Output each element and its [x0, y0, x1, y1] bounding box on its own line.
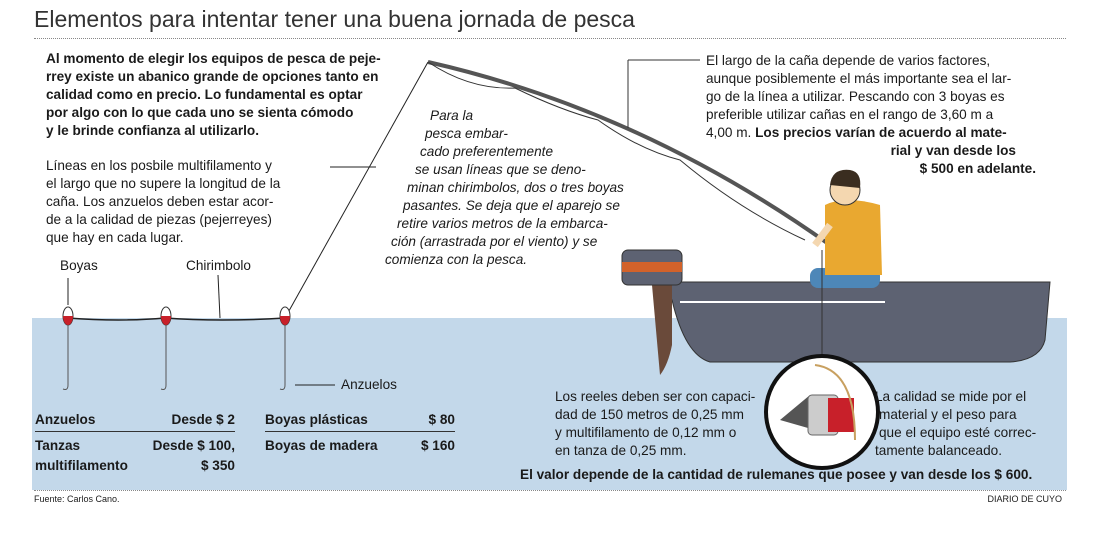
- text-line: que el equipo esté correc-: [879, 425, 1037, 440]
- text-line: El largo de la caña depende de varios fa…: [706, 53, 991, 68]
- label-anzuelos: Anzuelos: [341, 377, 397, 392]
- price: Desde $ 100,: [152, 438, 235, 453]
- fisherman: [810, 169, 882, 288]
- lines-text: Líneas en los posbile multifilamento y e…: [46, 157, 316, 247]
- text-line: en tanza de 0,25 mm.: [555, 443, 687, 458]
- text-line: ción (arrastrada por el viento) y se: [391, 234, 598, 249]
- price-table-right: Boyas plásticas $ 80 Boyas de madera $ 160: [265, 412, 455, 453]
- label-boyas: Boyas: [60, 258, 98, 273]
- text-line: que hay en cada lugar.: [46, 230, 184, 245]
- embarcado-text: Para la pesca embar- cado preferentement…: [385, 107, 685, 269]
- hook-icon: [62, 325, 286, 390]
- reel-price-text: El valor depende de la cantidad de rulem…: [520, 467, 1033, 482]
- fishing-rod: [427, 60, 832, 247]
- text-line: caña. Los anzuelos deben estar acor-: [46, 194, 274, 209]
- text-line: Al momento de elegir los equipos de pesc…: [46, 51, 381, 66]
- item: Boyas de madera: [265, 438, 378, 453]
- text-line: de a la calidad de piezas (pejerreyes): [46, 212, 272, 227]
- text-line: 4,00 m.: [706, 125, 756, 140]
- text-line: tamente balanceado.: [875, 443, 1002, 458]
- price-row: Tanzas Desde $ 100,: [35, 438, 235, 453]
- text-line: y multifilamento de 0,12 mm o: [555, 425, 737, 440]
- text-line: y le brinde confianza al utilizarlo.: [46, 123, 260, 138]
- text-line: rrey existe un abanico grande de opcione…: [46, 69, 379, 84]
- page-title: Elementos para intentar tener una buena …: [34, 6, 635, 32]
- price-row: Boyas plásticas $ 80: [265, 412, 455, 432]
- item: Anzuelos: [35, 412, 96, 427]
- divider: [34, 490, 1066, 491]
- price: $ 80: [428, 412, 455, 427]
- price-table-left: Anzuelos Desde $ 2 Tanzas Desde $ 100, mul…: [35, 412, 235, 473]
- text-line: retire varios metros de la embarca-: [397, 216, 608, 231]
- text-line: el largo que no supere la longitud de la: [46, 176, 281, 191]
- price: Desde $ 2: [171, 412, 235, 427]
- text-line: dad de 150 metros de 0,25 mm: [555, 407, 744, 422]
- float-icon: [62, 306, 291, 326]
- text-line: por algo con lo que cada uno se sienta c…: [46, 105, 354, 120]
- text-line: Los reeles deben ser con capaci-: [555, 389, 756, 404]
- reel-left-text: Los reeles deben ser con capaci- dad de …: [555, 388, 775, 460]
- fishing-line: [284, 61, 429, 319]
- chirimbolo-line: [67, 317, 286, 321]
- reel-right-text: La calidad se mide por el material y el …: [875, 388, 1075, 460]
- cana-text: El largo de la caña depende de varios fa…: [706, 52, 1046, 178]
- text-line: minan chirimbolos, dos o tres boyas: [407, 180, 624, 195]
- text-line: cado preferentemente: [420, 144, 554, 159]
- text-line: La calidad se mide por el: [875, 389, 1027, 404]
- price: $ 160: [420, 438, 455, 453]
- text-line: Líneas en los posbile multifilamento y: [46, 158, 272, 173]
- item: Boyas plásticas: [265, 412, 368, 427]
- text-line: go de la línea a utilizar. Pescando con …: [706, 89, 1005, 104]
- text-line: comienza con la pesca.: [385, 252, 528, 267]
- text-line: se usan líneas que se deno-: [415, 162, 586, 177]
- text-line: preferible utilizar cañas en el rango de…: [706, 107, 994, 122]
- text-line: pesca embar-: [425, 126, 508, 141]
- price: $ 350: [200, 458, 235, 473]
- price-row: Anzuelos Desde $ 2: [35, 412, 235, 432]
- intro-text: Al momento de elegir los equipos de pesc…: [46, 50, 416, 140]
- text-line: aunque posiblemente el más importante se…: [706, 71, 1012, 86]
- text-line: Para la: [430, 108, 474, 123]
- label-chirimbolo: Chirimbolo: [186, 258, 251, 273]
- divider: [34, 38, 1066, 39]
- text-line: Los precios varían de acuerdo al mate-: [755, 125, 1007, 140]
- brand: DIARIO DE CUYO: [987, 494, 1062, 504]
- price-row: multifilamento $ 350: [35, 458, 235, 473]
- text-line: material y el peso para: [879, 407, 1017, 422]
- item: Tanzas: [35, 438, 81, 453]
- price-text: $ 500 en adelante.: [919, 161, 1036, 176]
- text-line: pasantes. Se deja que el aparejo se: [403, 198, 620, 213]
- item: multifilamento: [35, 458, 128, 473]
- text-line: calidad como en precio. Lo fundamental e…: [46, 87, 363, 102]
- price-row: Boyas de madera $ 160: [265, 438, 455, 453]
- source: Fuente: Carlos Cano.: [34, 494, 120, 504]
- text-line: rial y van desde los: [890, 143, 1016, 158]
- boat: [659, 281, 1051, 363]
